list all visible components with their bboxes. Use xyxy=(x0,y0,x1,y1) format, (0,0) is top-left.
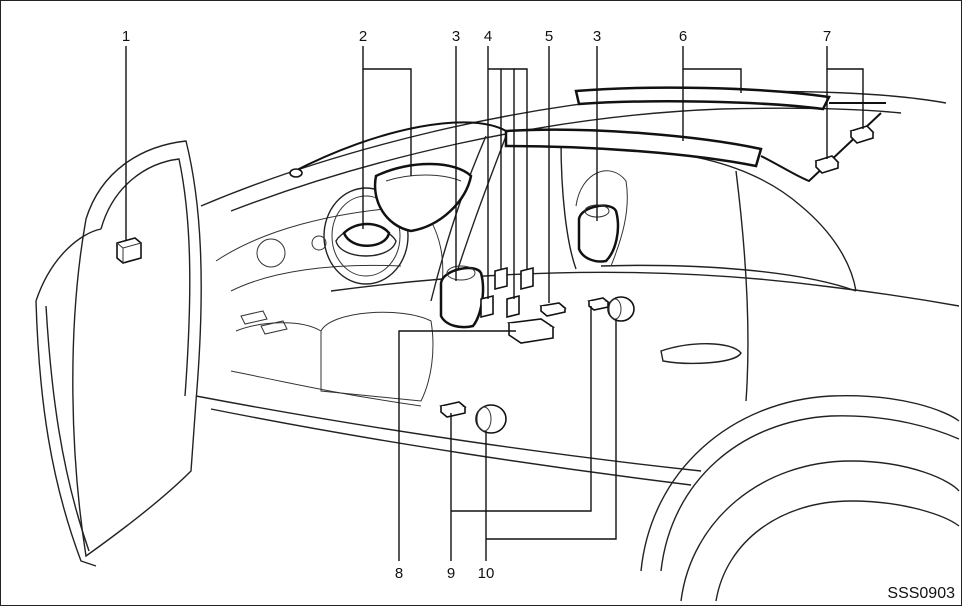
callout-8: 8 xyxy=(395,565,403,582)
side-sensor-front xyxy=(440,406,466,418)
car-body xyxy=(195,90,960,602)
front-door xyxy=(35,140,202,567)
leader-lines xyxy=(125,46,864,561)
figure-code: SSS0903 xyxy=(887,585,955,602)
curtain-airbag-lower xyxy=(504,128,763,168)
callout-labels: 1 2 3 3 4 5 6 7 8 9 10 xyxy=(122,28,831,582)
front-seat-side-airbag xyxy=(439,266,485,329)
callout-1: 1 xyxy=(122,28,130,45)
rear-seat-side-airbag xyxy=(577,204,620,263)
seatbelt-pretensioners xyxy=(480,266,534,319)
door-sensor-module xyxy=(116,237,142,264)
callout-5: 5 xyxy=(545,28,553,45)
callout-3-rear: 3 xyxy=(593,28,601,45)
callout-6: 6 xyxy=(679,28,687,45)
callout-9: 9 xyxy=(447,565,455,582)
callout-4: 4 xyxy=(484,28,492,45)
driver-front-airbag xyxy=(342,222,391,247)
callout-3-front: 3 xyxy=(452,28,460,45)
callout-10: 10 xyxy=(478,565,495,582)
curtain-airbag-upper xyxy=(574,86,831,111)
callout-7: 7 xyxy=(823,28,831,45)
callout-2: 2 xyxy=(359,28,367,45)
